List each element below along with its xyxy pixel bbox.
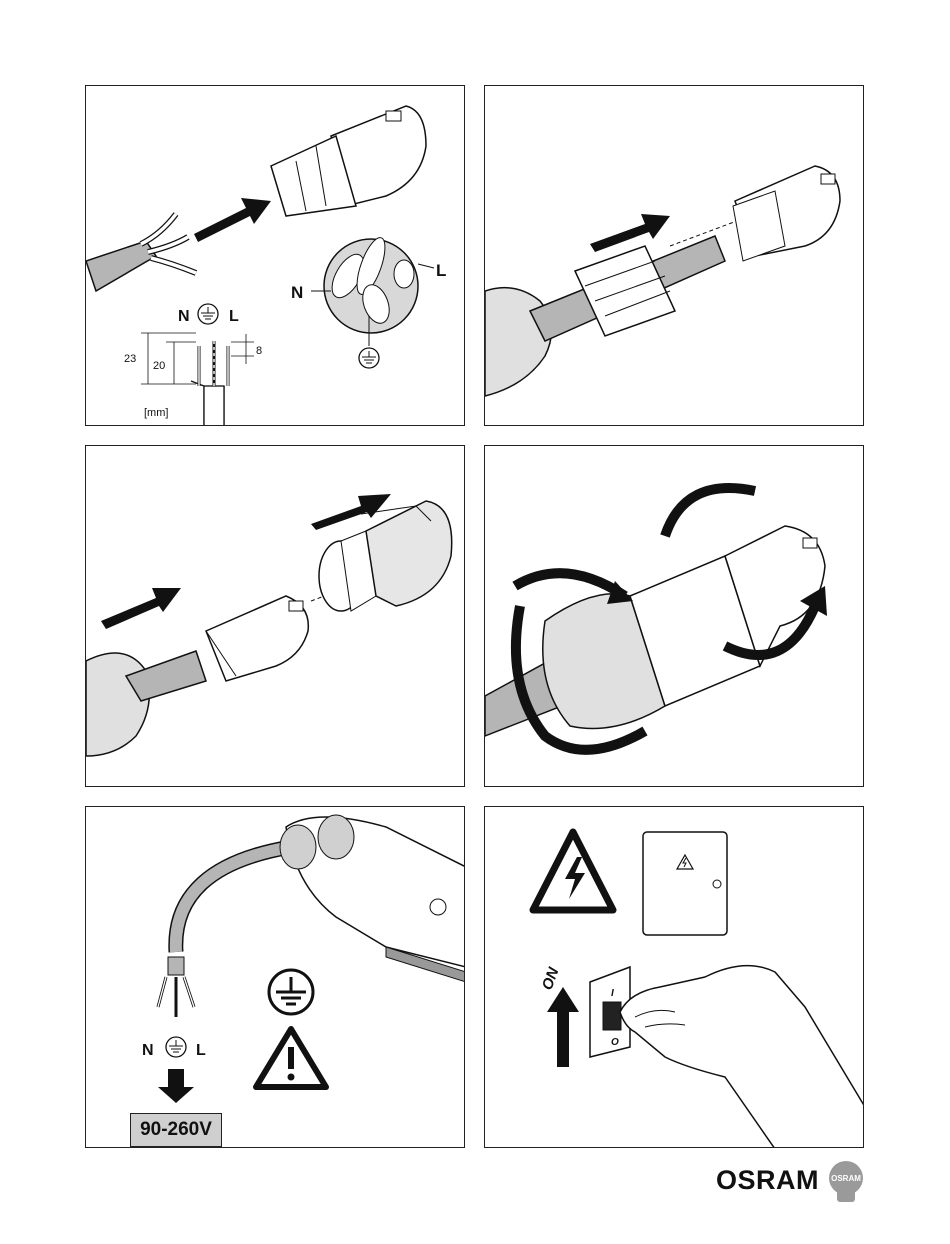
bulb-text: OSRAM	[831, 1174, 861, 1183]
switch-label-i: I	[611, 988, 614, 999]
wire-label-l: L	[196, 1042, 206, 1059]
cable-body	[86, 241, 156, 291]
switch-label-o: O	[611, 1037, 619, 1048]
brand-logo-text: OSRAM	[716, 1165, 819, 1196]
cable-body	[126, 651, 206, 701]
panel-switch-on: ON I O	[484, 806, 864, 1148]
stripped-cable	[204, 386, 224, 426]
ground-icon	[198, 304, 218, 324]
wire-stripping-illustration: L N N L 23 20 8	[86, 86, 465, 426]
ground-symbol-icon	[269, 970, 313, 1014]
dim-8: 8	[256, 345, 262, 357]
luminaire-housing	[280, 815, 465, 982]
panel-assemble	[85, 445, 465, 787]
connector-insert	[271, 106, 426, 216]
hand	[620, 966, 864, 1148]
dim-23: 23	[124, 353, 136, 365]
slide-arrow	[590, 214, 670, 252]
tighten-illustration	[485, 446, 864, 787]
rotate-arrow-right	[665, 488, 755, 536]
unit-label: [mm]	[144, 407, 168, 419]
connect-luminaire-illustration: N L	[86, 807, 465, 1148]
ground-icon	[166, 1037, 186, 1057]
connector-insert	[206, 596, 308, 681]
dim-20: 20	[153, 360, 165, 372]
up-arrow-icon	[547, 987, 579, 1067]
panel-wire-stripping: L N N L 23 20 8	[85, 85, 465, 426]
switch-on-label: ON	[539, 964, 563, 992]
assemble-illustration	[86, 446, 465, 787]
slide-sleeve-illustration	[485, 86, 864, 426]
terminal-label-n: N	[291, 283, 303, 302]
panel-slide-sleeve	[484, 85, 864, 426]
down-arrow-icon	[158, 1069, 194, 1103]
panel-tighten	[484, 445, 864, 787]
terminal-label-l: L	[436, 261, 446, 280]
panel-connect-luminaire: N L 90-260V	[85, 806, 465, 1148]
strip-label-l: L	[229, 308, 239, 325]
terminal-detail	[311, 234, 434, 346]
insert-arrow	[194, 198, 271, 242]
osram-bulb-logo-icon: OSRAM	[828, 1160, 864, 1206]
switch-on-illustration: ON I O	[485, 807, 864, 1148]
push-arrow	[101, 588, 181, 629]
fuse-box-icon	[643, 832, 727, 935]
high-voltage-warning-icon	[533, 832, 613, 910]
connector-insert	[733, 166, 840, 261]
warning-triangle-icon	[256, 1029, 326, 1087]
ground-icon	[359, 348, 379, 368]
wire-label-n: N	[142, 1042, 154, 1059]
gland-nut	[86, 653, 149, 756]
voltage-label: 90-260V	[130, 1113, 222, 1147]
gland-nut	[485, 288, 551, 396]
strip-label-n: N	[178, 308, 190, 325]
